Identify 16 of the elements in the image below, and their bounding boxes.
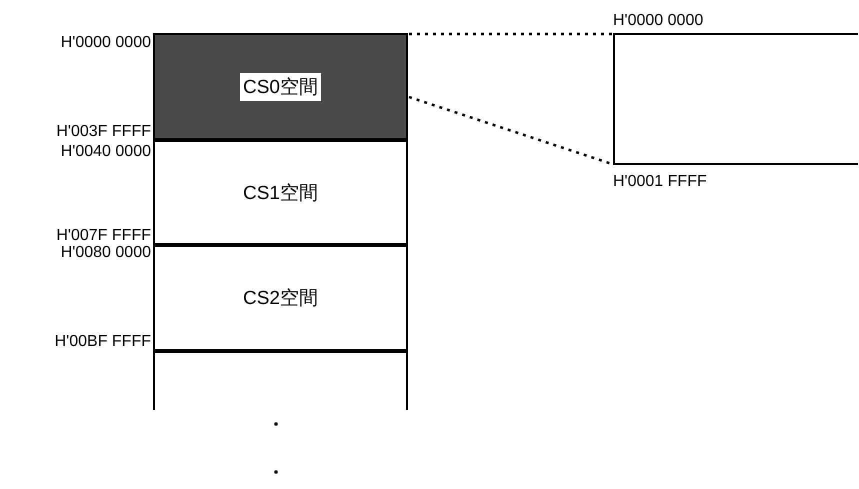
address-label: H'007F FFFF [56, 228, 151, 244]
address-label: H'0000 0000 [60, 35, 151, 51]
memory-region [153, 245, 408, 351]
address-label: H'0040 0000 [60, 144, 151, 160]
region-label: CS0空間 [240, 72, 321, 100]
memory-region [153, 33, 408, 140]
memory-region [153, 351, 408, 410]
memory-region [153, 140, 408, 245]
dotted-line [408, 96, 612, 166]
address-label: H'00BF FFFF [54, 334, 151, 350]
address-label: H'0001 FFFF [613, 174, 707, 190]
address-label: H'003F FFFF [56, 124, 151, 140]
address-label: H'0000 0000 [613, 13, 704, 29]
dotted-line [409, 32, 612, 36]
address-label: H'0080 0000 [60, 245, 151, 261]
memory-chip-box [613, 33, 858, 165]
